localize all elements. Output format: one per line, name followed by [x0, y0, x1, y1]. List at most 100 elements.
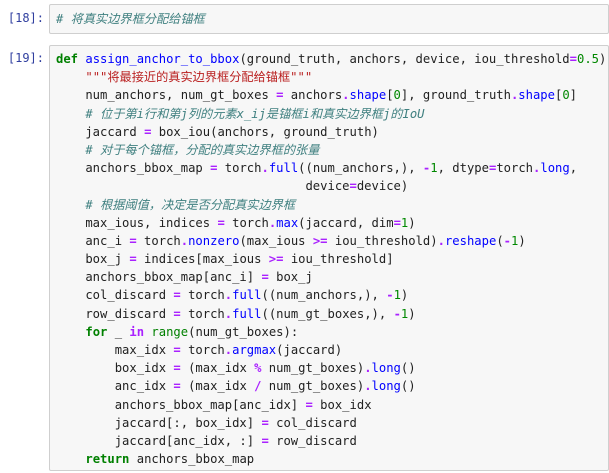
code-token: reshape — [444, 233, 497, 248]
code-token: return — [85, 452, 130, 467]
code-token: anchors_bbox_map[anc_i] — [56, 270, 262, 285]
code-token: jaccard[anc_idx, :] — [56, 433, 262, 448]
code-token: shape — [349, 88, 387, 103]
code-token: >= — [312, 233, 328, 248]
code-token — [56, 325, 85, 339]
code-token: def — [56, 52, 79, 66]
code-token: (jaccard, dim — [298, 215, 394, 230]
code-token: torch — [224, 215, 269, 230]
markdown-cell-18[interactable]: [18]: # 将真实边界框分配给锚框 — [0, 4, 609, 34]
code-line: num_anchors, num_gt_boxes = anchors.shap… — [56, 86, 608, 104]
code-line: box_j = indices[max_ious >= iou_threshol… — [56, 250, 608, 268]
code-token: shape — [518, 88, 555, 103]
code-token: col_discard — [56, 288, 174, 303]
code-token: box_idx — [56, 361, 174, 376]
code-token: nonzero — [188, 233, 240, 248]
code-token: [ — [554, 88, 563, 103]
code-token: - — [422, 161, 431, 176]
code-token: >= — [268, 252, 284, 267]
code-line: max_idx = torch.argmax(jaccard) — [56, 341, 608, 359]
code-token: 1 — [400, 306, 409, 321]
code-token: . — [261, 161, 269, 176]
code-token: jaccard — [56, 124, 145, 139]
code-token: ) — [518, 233, 526, 248]
code-token: range — [151, 324, 189, 339]
code-token: device) — [356, 179, 409, 194]
code-token: % — [254, 361, 262, 376]
code-line: col_discard = torch.full((num_anchors,),… — [56, 286, 608, 304]
code-token: long — [371, 361, 401, 376]
code-line: def assign_anchor_to_bbox(ground_truth, … — [56, 50, 609, 68]
code-token: anc_idx — [56, 379, 174, 394]
code-line: for _ in range(num_gt_boxes): — [56, 323, 608, 341]
code-token: = — [173, 343, 181, 357]
code-line: # 将真实边界框分配给锚框 — [56, 10, 608, 28]
code-token: full — [268, 161, 299, 176]
code-token: torch — [217, 161, 262, 176]
code-token: [ — [386, 88, 394, 103]
code-token: / — [254, 379, 262, 394]
code-token: . — [364, 379, 372, 394]
code-token: torch — [180, 343, 225, 357]
code-token: indices[max_ious — [136, 252, 269, 267]
code-token: = — [217, 215, 225, 230]
code-line: anc_i = torch.nonzero(max_ious >= iou_th… — [56, 232, 608, 250]
code-token: 0 — [562, 88, 570, 103]
code-token: max_ious, indices — [56, 215, 218, 230]
code-token: ((num_anchors,), — [298, 161, 423, 176]
code-token: 1 — [511, 233, 519, 248]
code-line: # 位于第i行和第j列的元素x_ij是锚框i和真实边界框j的IoU — [56, 105, 608, 123]
code-token — [56, 452, 85, 466]
code-token: . — [224, 288, 233, 303]
code-token: 1 — [393, 288, 401, 303]
code-token: = — [261, 270, 269, 285]
code-line: device=device) — [56, 177, 608, 195]
code-token: full — [232, 288, 262, 303]
code-token: = — [129, 233, 137, 248]
code-token: - — [393, 306, 401, 321]
code-token: for — [85, 324, 108, 339]
code-token: num_gt_boxes) — [261, 379, 365, 394]
code-token: = — [488, 161, 497, 176]
code-token: ) — [408, 306, 416, 321]
code-token: 1 — [430, 161, 438, 176]
code-token: = — [349, 179, 357, 194]
code-token: full — [232, 306, 262, 321]
code-input-area[interactable]: # 将真实边界框分配给锚框 — [49, 4, 609, 34]
code-token: = — [393, 215, 401, 230]
code-token: . — [342, 88, 350, 103]
code-token: . — [533, 161, 541, 176]
code-line: jaccard[anc_idx, :] = row_discard — [56, 432, 608, 450]
code-token: = — [276, 88, 284, 103]
code-token: anchors_bbox_map[anc_idx] — [56, 397, 306, 412]
code-line: row_discard = torch.full((num_gt_boxes,)… — [56, 305, 608, 323]
code-line: max_ious, indices = torch.max(jaccard, d… — [56, 214, 608, 232]
code-token: = — [144, 124, 152, 139]
code-token: . — [224, 306, 233, 321]
code-line: jaccard = box_iou(anchors, ground_truth) — [56, 123, 608, 141]
code-token: 1 — [400, 215, 409, 230]
code-token: (jaccard) — [276, 343, 343, 357]
code-line: anchors_bbox_map[anc_idx] = box_idx — [56, 396, 608, 414]
code-token: torch — [180, 306, 225, 321]
code-token: (max_ious — [239, 233, 313, 248]
code-token: box_j — [56, 252, 130, 267]
code-token: box_idx — [312, 397, 372, 412]
code-token: (num_gt_boxes): — [188, 324, 299, 339]
code-token: = — [261, 415, 269, 430]
code-token: = — [305, 397, 313, 412]
code-token: anc_i — [56, 233, 130, 248]
code-token: iou_threshold) — [327, 233, 438, 248]
code-token: in — [129, 324, 145, 339]
code-token: . — [180, 233, 189, 248]
code-token: = — [173, 379, 181, 394]
code-token: ], ground_truth — [400, 88, 511, 103]
code-input-area[interactable]: def assign_anchor_to_bbox(ground_truth, … — [49, 45, 609, 471]
code-token: # 将真实边界框分配给锚框 — [56, 12, 205, 26]
code-token: () — [400, 379, 416, 394]
code-token: col_discard — [268, 415, 357, 430]
code-token: # 根据阈值，决定是否分配真实边界框 — [85, 197, 296, 212]
code-token: = — [261, 433, 269, 448]
code-token: - — [386, 288, 394, 303]
code-cell-19[interactable]: [19]: def assign_anchor_to_bbox(ground_t… — [0, 45, 609, 471]
